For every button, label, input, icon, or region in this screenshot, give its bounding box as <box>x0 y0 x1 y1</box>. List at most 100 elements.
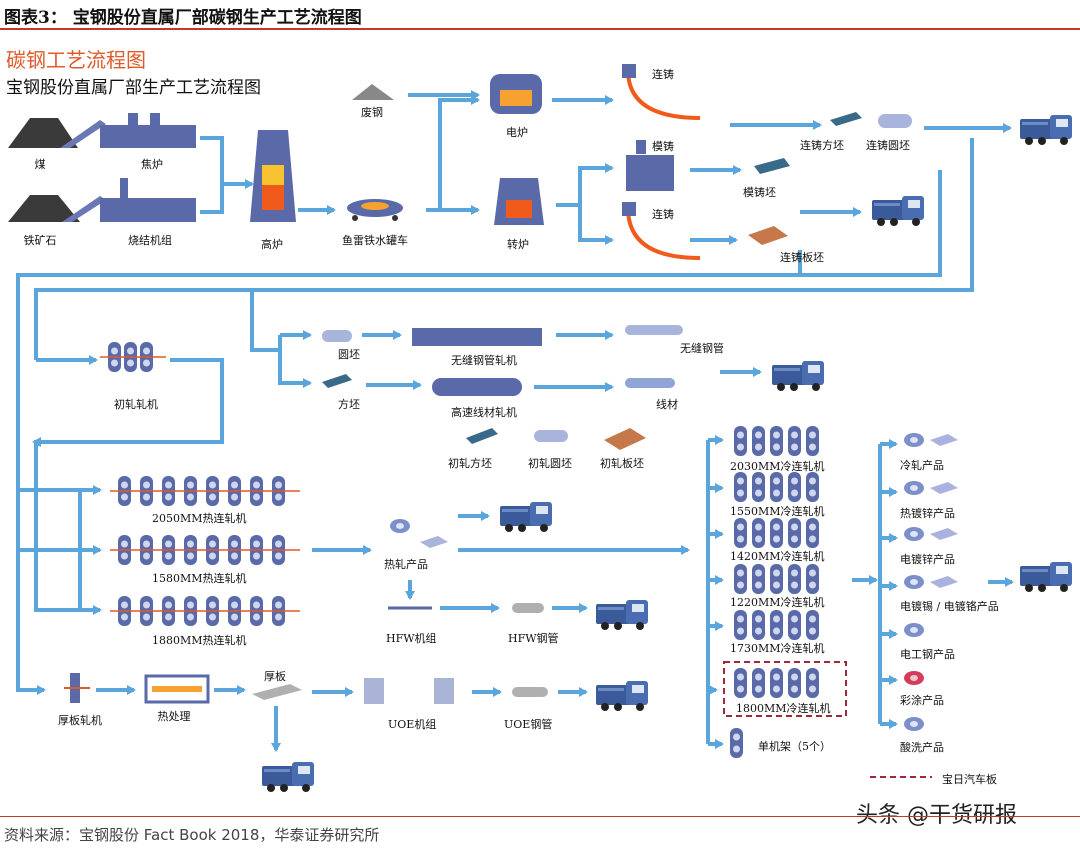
flow-to-round-square <box>250 290 280 352</box>
label-hfw-unit: HFW机组 <box>386 632 437 645</box>
hot-galv-icon <box>904 481 924 495</box>
flow-coke-bf <box>200 136 224 184</box>
diagram-subtitle: 宝钢股份直属厂部生产工艺流程图 <box>6 78 261 98</box>
ingot-billet-icon <box>754 158 790 174</box>
label-hsm1580: 1580MM热连轧机 <box>152 572 247 585</box>
hfw-pipe-icon <box>512 603 544 613</box>
label-pickled: 酸洗产品 <box>900 741 944 754</box>
flow-return-billets <box>34 138 974 360</box>
label-hot-galv: 热镀锌产品 <box>900 507 955 520</box>
label-wire-mill: 高速线材轧机 <box>451 406 517 419</box>
label-uoe-pipe: UOE钢管 <box>504 718 553 731</box>
label-legend-auto: 宝日汽车板 <box>942 773 997 786</box>
label-cold-rolled: 冷轧产品 <box>900 459 944 472</box>
sinter-plant-icon <box>100 198 196 222</box>
watermark: 头条 @干货研报 <box>856 803 1017 828</box>
label-cc-square: 连铸方坯 <box>800 139 844 152</box>
label-cc1: 连铸 <box>652 68 674 81</box>
bloom-slab-icon <box>604 428 646 450</box>
truck-6-icon <box>596 681 648 711</box>
label-converter: 转炉 <box>507 238 529 251</box>
label-hsm2050: 2050MM热连轧机 <box>152 512 247 525</box>
electrical-steel-icon <box>904 623 924 637</box>
uoe-unit-icon <box>364 678 384 704</box>
diagram-title: 碳钢工艺流程图 <box>6 48 146 72</box>
color-coated-icon <box>904 671 924 685</box>
source-note: 资料来源：宝钢股份 Fact Book 2018，华泰证券研究所 <box>4 826 380 844</box>
label-sinter: 烧结机组 <box>128 234 172 247</box>
hsm-1580-icon <box>110 535 300 565</box>
label-single-stand: 单机架（5个） <box>758 740 831 753</box>
flow-sinter-bf <box>200 179 254 214</box>
label-blooming: 初轧轧机 <box>114 398 158 411</box>
heavy-plate-icon <box>252 684 302 700</box>
label-square-billet: 方坯 <box>338 398 360 411</box>
label-cm1730: 1730MM冷连轧机 <box>730 642 825 655</box>
flow-blooming-return <box>32 358 224 447</box>
label-coal: 煤 <box>34 158 46 171</box>
seamless-pipe-icon <box>625 325 683 335</box>
label-torpedo-car: 鱼雷铁水罐车 <box>342 234 408 247</box>
label-hsm1880: 1880MM热连轧机 <box>152 634 247 647</box>
truck-3-icon <box>772 361 824 391</box>
flow-converter-ingot <box>556 163 614 207</box>
ingot-casting-icon <box>626 155 674 191</box>
label-scrap: 废钢 <box>361 106 383 119</box>
label-cm1800: 1800MM冷连轧机 <box>736 702 831 715</box>
cold-rolled-icon <box>904 433 924 447</box>
cc-round-billet-icon <box>878 114 912 128</box>
label-blast-furnace: 高炉 <box>261 238 283 251</box>
label-electro-galv: 电镀锌产品 <box>900 553 955 566</box>
coal-pile-icon <box>8 118 78 148</box>
continuous-caster-1-icon <box>626 69 701 120</box>
label-round-billet: 圆坯 <box>338 348 360 361</box>
label-wire-rod: 线材 <box>656 398 678 411</box>
hot-rolled-coil-icon <box>390 519 410 533</box>
label-bloom-square: 初轧方坯 <box>448 457 492 470</box>
label-bloom-slab: 初轧板坯 <box>600 457 644 470</box>
uoe-pipe-icon <box>512 687 548 697</box>
seamless-mill-icon <box>412 328 542 346</box>
wire-rod-icon <box>625 378 675 388</box>
label-plate-mill: 厚板轧机 <box>58 714 102 727</box>
label-coke-oven: 焦炉 <box>141 158 163 171</box>
bloom-round-icon <box>534 430 568 442</box>
label-seamless-pipe: 无缝钢管 <box>680 342 724 355</box>
label-cm1220: 1220MM冷连轧机 <box>730 596 825 609</box>
label-electrical: 电工钢产品 <box>900 648 955 661</box>
flow-converter-cc2 <box>578 205 614 245</box>
title-rule <box>0 28 1080 30</box>
wire-mill-icon <box>432 378 522 396</box>
hsm-2050-icon <box>110 476 300 506</box>
flow-torpedo-eaf <box>426 95 480 212</box>
label-cm2030: 2030MM冷连轧机 <box>730 460 825 473</box>
label-bloom-round: 初轧圆坯 <box>528 457 572 470</box>
label-uoe-unit: UOE机组 <box>388 718 437 731</box>
label-ingot-billet: 模铸坯 <box>743 186 776 199</box>
pickled-icon <box>904 717 924 731</box>
source-rule <box>0 816 1080 817</box>
electro-galv-icon <box>904 527 924 541</box>
hsm-1880-icon <box>110 596 300 626</box>
figure-title: 图表3： 宝钢股份直属厂部碳钢生产工艺流程图 <box>4 8 362 28</box>
label-heat-treat: 热处理 <box>157 710 191 723</box>
square-billet-icon <box>322 374 352 388</box>
continuous-caster-2-icon <box>626 207 701 260</box>
label-color-coated: 彩涂产品 <box>900 694 944 707</box>
cc-slab-icon <box>748 226 788 245</box>
tin-chrome-icon <box>904 575 924 589</box>
label-hfw-pipe: HFW钢管 <box>508 632 559 645</box>
truck-2-icon <box>872 196 924 226</box>
label-seamless-mill: 无缝钢管轧机 <box>451 354 517 367</box>
label-cm1420: 1420MM冷连轧机 <box>730 550 825 563</box>
label-cc-round: 连铸圆坯 <box>866 139 910 152</box>
label-cc2: 连铸 <box>652 208 674 221</box>
label-iron-ore: 铁矿石 <box>23 234 57 247</box>
label-hot-rolled: 热轧产品 <box>384 558 428 571</box>
label-ingot: 模铸 <box>652 140 674 153</box>
cc-square-billet-icon <box>830 112 862 126</box>
truck-5-icon <box>596 600 648 630</box>
label-tin-chrome: 电镀锡 / 电镀铬产品 <box>900 600 999 613</box>
scrap-icon <box>352 84 394 100</box>
